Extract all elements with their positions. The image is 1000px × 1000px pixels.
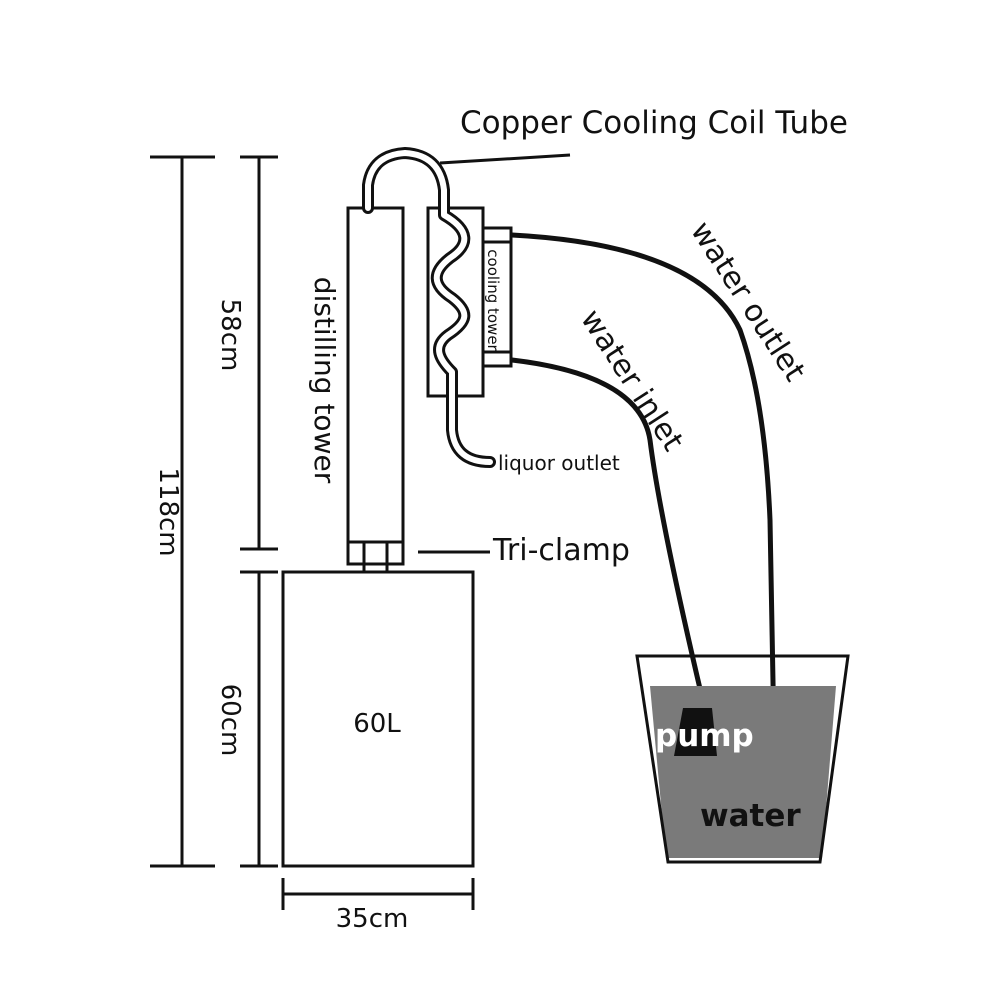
distilling-tower: distilling tower bbox=[308, 206, 405, 544]
tri-clamp: Tri-clamp bbox=[346, 533, 630, 568]
boiler-tank: 60L bbox=[281, 570, 475, 868]
pump-label: pump bbox=[655, 718, 754, 754]
distilling-tower-label: distilling tower bbox=[308, 277, 341, 484]
tank-width-label: 35cm bbox=[336, 904, 409, 934]
tank-volume-label: 60L bbox=[353, 709, 401, 739]
total-height-label: 118cm bbox=[153, 467, 183, 556]
tank-height-label: 60cm bbox=[215, 684, 245, 757]
dimension-labels: 118cm 58cm 60cm 35cm bbox=[153, 299, 408, 934]
water-label: water bbox=[700, 798, 801, 834]
copper-coil-tube: Copper Cooling Coil Tube liquor outlet bbox=[362, 105, 848, 475]
tri-clamp-label: Tri-clamp bbox=[492, 533, 630, 568]
tower-height-label: 58cm bbox=[215, 299, 245, 372]
liquor-outlet-label: liquor outlet bbox=[498, 451, 620, 475]
water-bucket: pump water bbox=[635, 654, 850, 864]
coil-title-label: Copper Cooling Coil Tube bbox=[460, 105, 848, 141]
pump-icon bbox=[674, 708, 717, 756]
cooling-tower-label: cooling tower bbox=[484, 249, 502, 351]
dimension-lines bbox=[150, 155, 475, 910]
